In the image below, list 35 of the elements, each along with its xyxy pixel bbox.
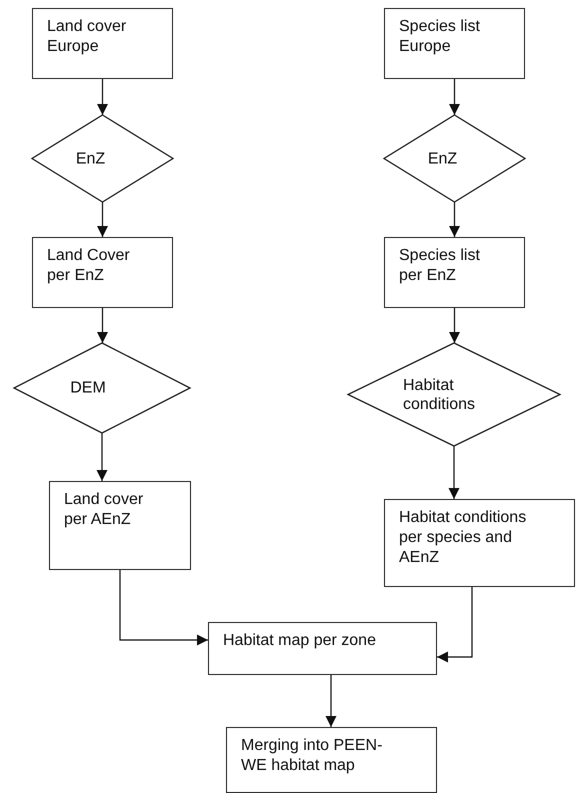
process-box <box>226 727 437 793</box>
process-box <box>208 622 437 675</box>
decision-diamond <box>348 343 560 446</box>
arrow <box>326 675 336 727</box>
process-box <box>49 481 191 570</box>
decision-diamond <box>32 115 173 202</box>
decision-diamond <box>384 115 525 202</box>
node-label: Habitat map per zone <box>223 631 377 651</box>
arrow <box>119 570 208 646</box>
arrow <box>448 446 460 499</box>
arrow <box>449 202 460 237</box>
arrow <box>97 308 108 343</box>
node-label: EnZ <box>74 148 106 168</box>
process-box <box>384 8 525 79</box>
arrow <box>96 433 108 481</box>
node-label: Land cover per AEnZ <box>64 490 144 530</box>
node-label: Land cover Europe <box>47 17 128 57</box>
node-label: Merging into PEEN-WE habitat map <box>241 736 384 776</box>
arrow <box>97 202 108 237</box>
arrow <box>449 308 460 343</box>
process-box <box>32 237 173 308</box>
process-box <box>32 8 173 79</box>
decision-diamond <box>14 343 190 433</box>
process-box <box>384 237 525 308</box>
node-label: EnZ <box>426 148 458 168</box>
node-label: DEM <box>69 378 107 398</box>
node-label: Species list per EnZ <box>399 246 481 286</box>
arrow <box>437 587 473 662</box>
node-label: Land Cover per EnZ <box>47 246 131 286</box>
node-label: Species list Europe <box>399 17 481 57</box>
arrow <box>97 79 108 115</box>
node-label: Habitat conditions per species and AEnZ <box>399 508 528 568</box>
arrow <box>449 79 460 115</box>
node-label: Habitat conditions <box>403 375 476 414</box>
process-box <box>384 499 575 587</box>
